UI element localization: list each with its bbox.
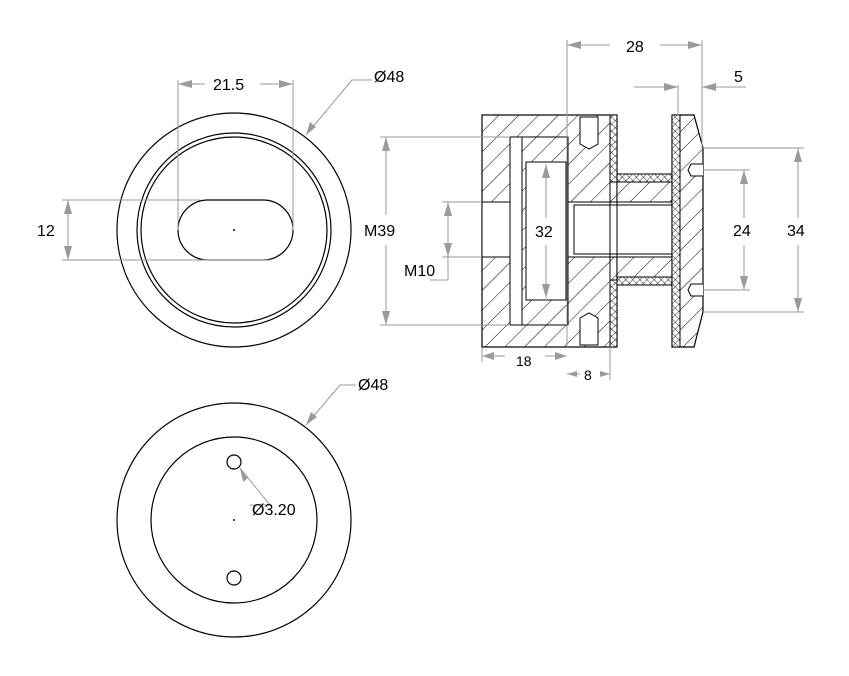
dim-label-24: 24 [733,223,751,240]
dim-32 [542,164,550,298]
dim-label-32: 32 [535,224,553,241]
dim-34 [703,147,804,313]
leader-diameter [305,79,372,136]
slot-gap [509,136,523,326]
dim-label-slot-height: 12 [37,223,55,240]
pin-hole-upper [226,454,242,470]
dim-slot-height [62,199,270,261]
pin-top [687,163,703,177]
dim-label-28: 28 [626,39,644,56]
dim-slot-width [177,80,294,230]
dim-label-8: 8 [584,367,592,383]
neck-lining-top [616,173,673,183]
leader-back-diameter [305,384,356,426]
center-mark [233,229,235,231]
pin-hole-top [579,116,599,150]
leader-hole-diameter [239,467,272,506]
dim-label-m10: M10 [404,263,435,280]
dim-label-hole-diameter: Ø3.20 [252,502,296,519]
dim-28 [566,40,703,347]
inner-circle [136,132,332,328]
dim-m10 [430,201,482,281]
dim-18 [481,347,567,362]
dim-label-diameter: Ø48 [374,69,404,86]
pin-bottom [687,283,703,297]
dim-label-34: 34 [787,223,805,240]
dim-24 [703,169,750,291]
dim-label-back-diameter: Ø48 [358,377,388,394]
section-view: M39 M10 32 24 34 28 5 18 [364,39,805,383]
front-view: 21.5 12 Ø48 [37,69,404,348]
neck-lining-bottom [616,276,673,286]
pin-hole-lower [226,570,242,586]
lining-bottom [609,279,618,348]
threaded-bore [567,201,673,258]
dim-label-m39: M39 [364,223,395,240]
dim-label-18: 18 [516,353,532,369]
back-outer-circle [116,402,352,638]
outer-circle [116,112,352,348]
inner-circle-2 [140,136,328,324]
back-view: Ø48 Ø3.20 [116,377,388,638]
back-inner-circle [150,436,318,604]
back-center-mark [233,519,235,521]
dim-5 [634,83,746,115]
slot [177,199,294,261]
dim-label-slot-width: 21.5 [213,77,244,94]
m10-hole [481,201,511,258]
lining-top [609,114,618,183]
dim-8 [567,347,611,380]
pin-hole-bottom [579,312,599,346]
dim-label-5: 5 [734,69,743,86]
dim-m39 [380,136,510,326]
flange-lining [671,114,681,348]
